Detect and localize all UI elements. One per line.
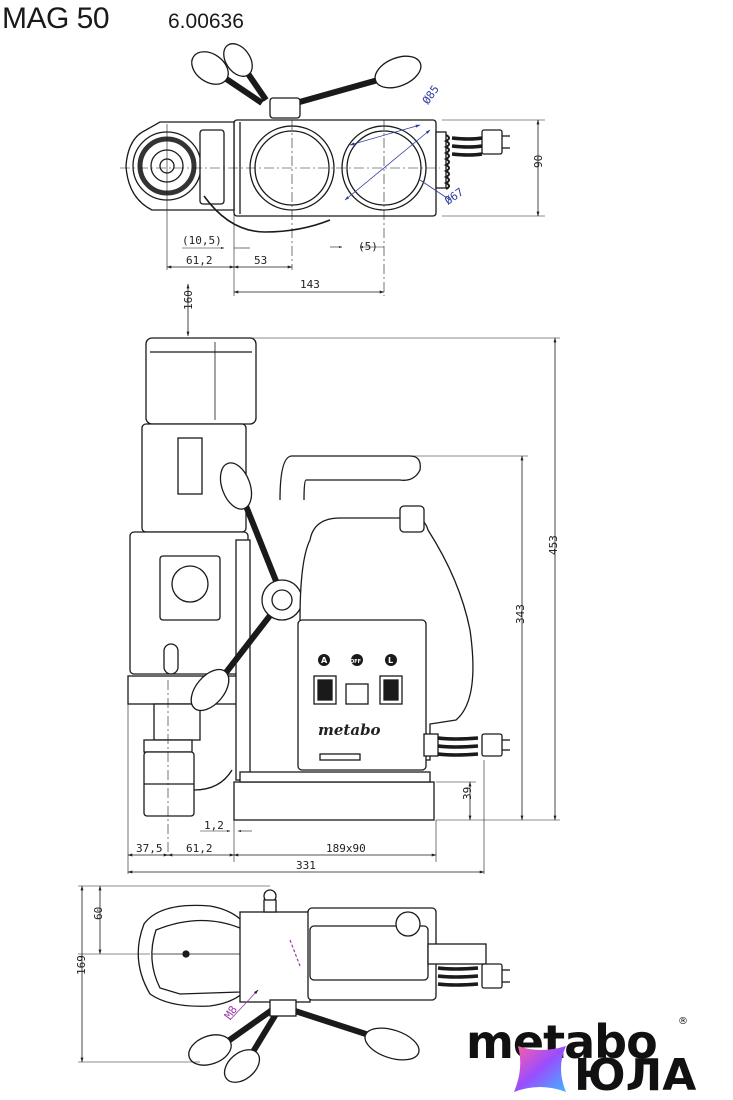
yula-watermark-icon xyxy=(514,1046,566,1092)
dim-61-2-side: 61,2 xyxy=(186,842,213,855)
dim-343: 343 xyxy=(514,604,527,624)
yula-watermark: ЮЛА xyxy=(574,1050,696,1100)
button-symbol-off: OFF xyxy=(350,659,361,665)
dim-143: 143 xyxy=(300,278,320,291)
dim-37-5: 37,5 xyxy=(136,842,163,855)
magnet-base xyxy=(233,781,435,821)
side-view-cable-spring xyxy=(423,733,510,757)
dim-189x90: 189x90 xyxy=(326,842,366,855)
side-view-motor xyxy=(145,337,257,425)
dim-61-2-top: 61,2 xyxy=(186,254,213,267)
front-view xyxy=(78,885,510,1083)
dim-d67: Ø67 xyxy=(442,185,466,207)
dim-m8: M8 xyxy=(222,1003,240,1021)
model-title: MAG 50 xyxy=(2,2,110,35)
button-symbol-a: A xyxy=(321,656,328,665)
registered-mark: ® xyxy=(678,1016,688,1027)
dim-5: (5) xyxy=(358,240,378,253)
panel-logo: metabo xyxy=(318,721,381,739)
side-view xyxy=(127,283,560,874)
dim-453: 453 xyxy=(547,535,560,555)
top-view xyxy=(120,43,545,296)
dim-d85: Ø85 xyxy=(420,83,442,107)
metabo-logo: metabo xyxy=(466,1015,657,1069)
button-symbol-l: L xyxy=(388,656,393,665)
top-view-cable-spring xyxy=(435,129,510,190)
dim-160: 160 xyxy=(182,290,195,310)
dim-53: 53 xyxy=(254,254,267,267)
article-number: 6.00636 xyxy=(168,10,244,33)
dim-h90: 90 xyxy=(532,155,545,168)
dim-1-2: 1,2 xyxy=(204,819,224,832)
dim-10-5: (10,5) xyxy=(182,234,222,247)
top-view-handles xyxy=(191,43,422,119)
dim-331: 331 xyxy=(296,859,316,872)
dim-169: 169 xyxy=(75,955,88,975)
dim-39: 39 xyxy=(461,787,474,800)
dim-60: 60 xyxy=(92,907,105,920)
